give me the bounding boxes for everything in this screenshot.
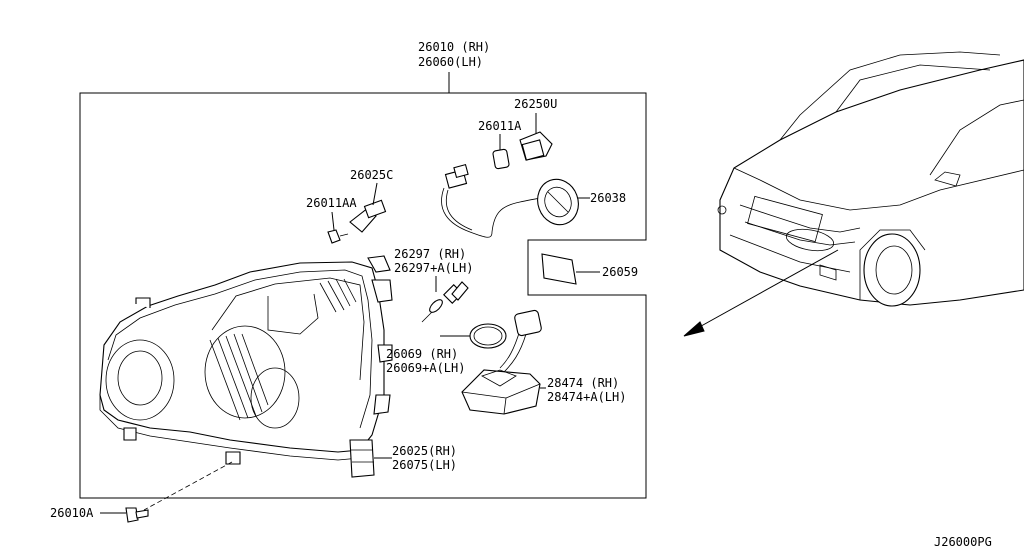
- harness-label: 26250U: [514, 97, 557, 111]
- o-ring-label-lh: 26069+A(LH): [386, 361, 465, 375]
- label-plate-label: 26059: [602, 265, 638, 279]
- reference-code: J26000PG: [934, 535, 992, 549]
- bulb-wedge-label: 26011AA: [306, 196, 357, 210]
- harness-drawing: [441, 113, 561, 238]
- bulb-small-label: 26011A: [478, 119, 522, 133]
- cap-drawing: [537, 178, 590, 226]
- housing-label-lh: 26075(LH): [392, 458, 457, 472]
- ballast-label-rh: 28474 (RH): [547, 376, 619, 390]
- assembly-label-rh: 26010 (RH): [418, 40, 490, 54]
- location-arrow: [683, 249, 839, 337]
- o-ring-label-rh: 26069 (RH): [386, 347, 458, 361]
- ballast-label-lh: 28474+A(LH): [547, 390, 626, 404]
- label-plate-drawing: [541, 253, 600, 285]
- xenon-bulb-drawing: [421, 276, 469, 323]
- housing-label-rh: 26025(RH): [392, 444, 457, 458]
- xenon-bulb-label-lh: 26297+A(LH): [394, 261, 473, 275]
- cap-label: 26038: [590, 191, 626, 205]
- socket-drawing: [349, 182, 387, 233]
- bulb-wedge-drawing: [327, 211, 349, 244]
- headlamp-drawing: [99, 255, 393, 478]
- screw-drawing: [100, 461, 233, 523]
- socket-label: 26025C: [350, 168, 393, 182]
- vehicle-drawing: [717, 51, 1024, 307]
- assembly-label-lh: 26060(LH): [418, 55, 483, 69]
- assembly-frame: [79, 92, 647, 499]
- bulb-small-drawing: [492, 134, 510, 170]
- ballast-drawing: [461, 309, 546, 415]
- screw-label: 26010A: [50, 506, 94, 520]
- xenon-bulb-label-rh: 26297 (RH): [394, 247, 466, 261]
- o-ring-drawing: [440, 323, 507, 349]
